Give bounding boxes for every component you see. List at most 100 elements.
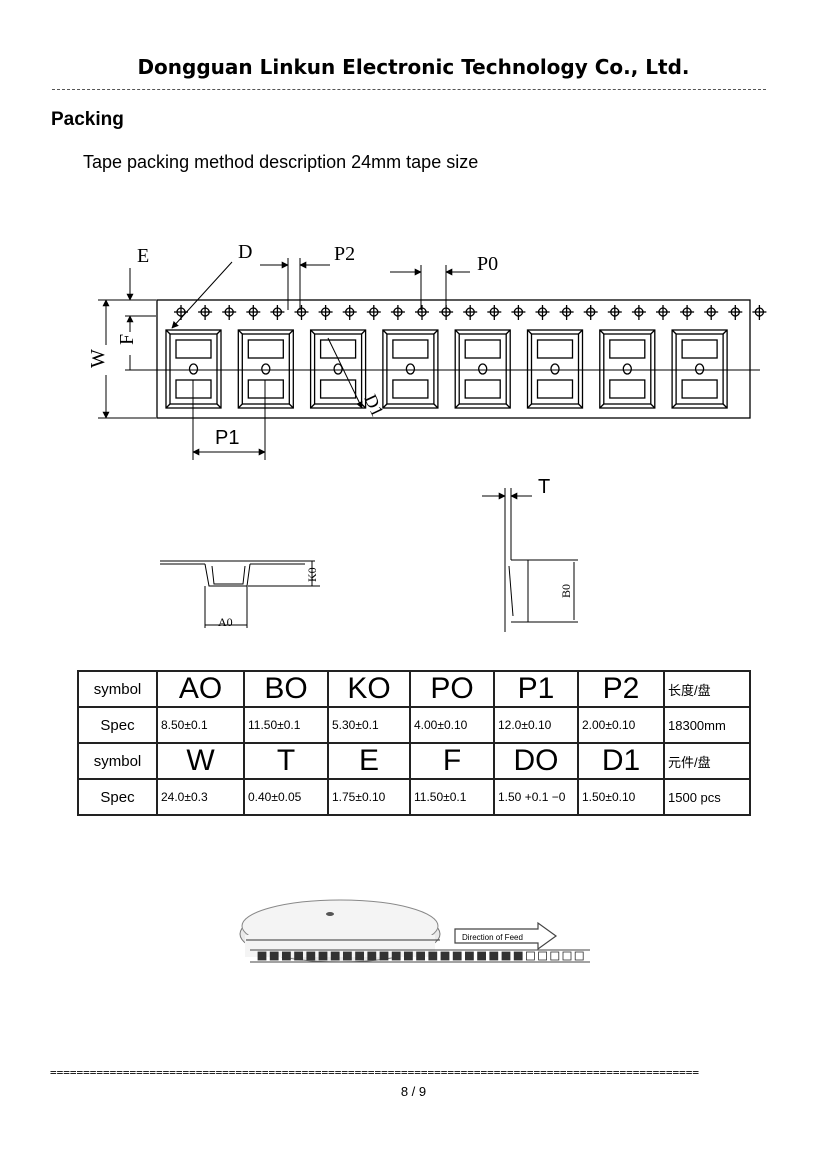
label-P2: P2 [334,243,355,265]
reel-pocket [452,951,462,961]
sprocket-hole [752,305,767,320]
reel-pocket [513,951,523,961]
reel-pocket [526,951,535,961]
reel-illustration: Direction of Feed [239,899,590,963]
reel-pocket [269,951,279,961]
label-D1: D1 [360,391,387,419]
symbol-cell: T [243,742,329,780]
section-description: Tape packing method description 24mm tap… [83,152,479,172]
sprocket-hole [487,305,502,320]
header-divider [52,89,766,90]
symbol-cell: F [409,742,495,780]
sprocket-hole [704,305,719,320]
spec-cell: Spec [77,706,158,744]
sprocket-hole [656,305,670,320]
tape-pocket [454,329,511,409]
sprocket-hole [270,305,285,320]
reel-pocket [342,951,352,961]
company-name: Dongguan Linkun Electronic Technology Co… [137,55,690,79]
reel-pocket [355,951,365,961]
reel-pocket [501,951,511,961]
label-T: T [538,476,550,498]
spec-cell: 18300mm [663,706,751,744]
reel-pocket [538,951,547,961]
label-E: E [137,245,149,267]
reel-pocket [416,951,426,961]
symbol-cell: E [327,742,411,780]
reel-pocket [306,951,316,961]
sprocket-hole [294,305,309,320]
symbol-cell: symbol [77,742,158,780]
sprocket-hole [246,305,261,320]
reel-pocket [477,951,487,961]
spec-cell: 12.0±0.10 [493,706,579,744]
spec-cell: 1.50±0.10 [577,778,665,816]
sprocket-hole [559,305,574,320]
sprocket-hole [631,305,646,320]
spec-cell: 2.00±0.10 [577,706,665,744]
sprocket-hole [318,305,333,320]
symbol-cell: D1 [577,742,665,780]
label-B0: B0 [559,584,573,598]
sprocket-hole [342,305,357,320]
reel-pocket [464,951,474,961]
tape-pocket [526,329,584,409]
reel-pocket [440,951,450,961]
symbol-cell: BO [243,670,329,708]
label-F: F [116,334,138,345]
reel-pocket [330,951,340,961]
sprocket-hole [463,305,478,320]
sprocket-hole [198,305,213,320]
reel-pocket [318,951,328,961]
symbol-cell: W [156,742,245,780]
reel-pocket [281,951,291,961]
symbol-cell: 长度/盘 [663,670,751,708]
reel-pocket [257,951,267,961]
side-view-T [482,488,578,632]
reel-pocket [574,951,584,961]
label-W: W [87,349,109,368]
tape-pocket [599,329,656,409]
spec-cell: 0.40±0.05 [243,778,329,816]
reel-pocket [428,951,438,961]
symbol-cell: P1 [493,670,579,708]
sprocket-hole [390,305,405,320]
symbol-cell: AO [156,670,245,708]
reel-pocket [294,951,304,961]
spec-cell: 8.50±0.1 [156,706,245,744]
spec-cell: 4.00±0.10 [409,706,495,744]
tape-pocket [309,329,367,409]
label-P1: P1 [215,427,239,449]
cross-section-A0-K0 [160,560,320,628]
symbol-cell: symbol [77,670,158,708]
tape-pocket [237,329,294,409]
spec-cell: Spec [77,778,158,816]
symbol-cell: DO [493,742,579,780]
reel-pocket [367,951,377,961]
reel-pocket [489,951,499,961]
sprocket-hole [366,305,381,320]
tape-drawing: E D P2 P0 W F D1 P1 T K0 A0 B0 [87,241,767,963]
label-A0: A0 [218,615,233,629]
sprocket-hole [535,305,550,320]
sprocket-hole [415,305,429,320]
tape-pocket [382,329,439,409]
carrier-tape [156,299,767,419]
label-P0: P0 [477,253,498,275]
sprocket-hole [728,305,743,320]
section-title: Packing [51,109,124,130]
symbol-cell: P2 [577,670,665,708]
symbol-cell: PO [409,670,495,708]
page-number: 8 / 9 [400,1084,427,1099]
footer-separator: ========================================… [50,1066,700,1079]
reel-pocket [391,951,401,961]
label-D: D [238,241,252,263]
symbol-cell: 元件/盘 [663,742,751,780]
spec-cell: 24.0±0.3 [156,778,245,816]
sprocket-hole [607,305,622,320]
